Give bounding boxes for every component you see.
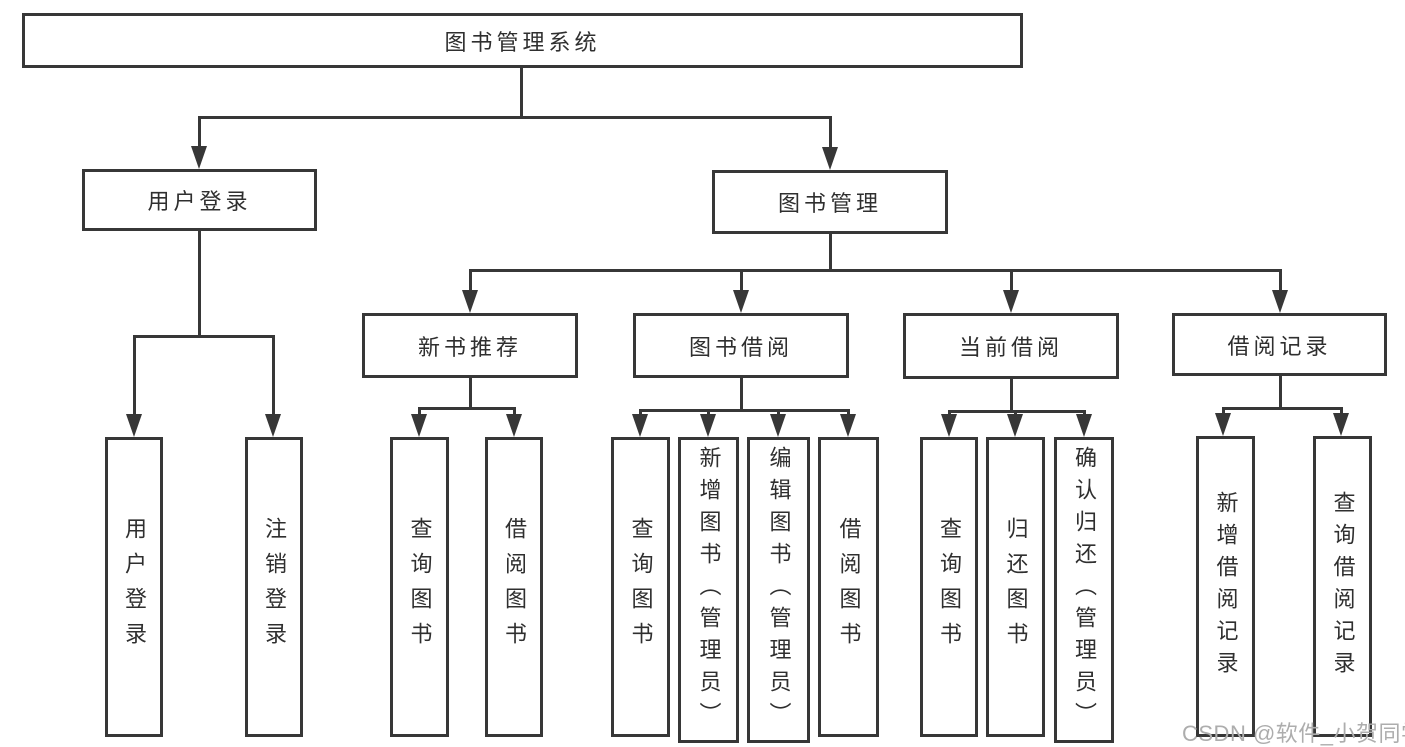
- arrow-down-icon: [505, 408, 523, 437]
- node-current-borrowing-label: 当前借阅: [958, 335, 1063, 360]
- leaf-query-books-borrowing: 查询图书: [611, 437, 670, 737]
- node-book-management-label: 图书管理: [777, 191, 882, 216]
- csdn-watermark: CSDN @软件_小贺同学: [1182, 721, 1405, 746]
- arrow-down-icon: [461, 270, 479, 313]
- connector-line: [132, 334, 275, 338]
- arrow-down-icon: [1332, 408, 1350, 436]
- arrow-down-icon: [190, 117, 208, 169]
- leaf-add-borrow-record-label: 新增借阅记录: [1213, 490, 1239, 683]
- connector-line: [197, 115, 832, 119]
- node-book-management: 图书管理: [712, 170, 948, 234]
- arrow-down-icon: [940, 411, 958, 437]
- arrow-down-icon: [839, 410, 857, 437]
- node-borrowing-records-label: 借阅记录: [1227, 333, 1332, 359]
- node-new-book-recommend-label: 新书推荐: [417, 334, 522, 360]
- leaf-return-books: 归还图书: [986, 437, 1045, 737]
- arrow-down-icon: [1271, 270, 1289, 313]
- leaf-logout-label: 注销登录: [262, 517, 287, 657]
- arrow-down-icon: [125, 336, 143, 437]
- leaf-query-borrow-record: 查询借阅记录: [1313, 436, 1372, 737]
- connector-line: [638, 408, 850, 412]
- leaf-edit-book-admin: 编辑图书（管理员）: [747, 437, 810, 743]
- leaf-query-books-recommend: 查询图书: [390, 437, 449, 737]
- connector-line: [1009, 379, 1013, 413]
- leaf-user-login: 用户登录: [105, 437, 163, 737]
- arrow-down-icon: [732, 270, 750, 313]
- leaf-logout: 注销登录: [245, 437, 303, 737]
- arrow-down-icon: [264, 336, 282, 437]
- leaf-query-books-recommend-label: 查询图书: [407, 517, 433, 657]
- arrow-down-icon: [769, 410, 787, 437]
- node-root: 图书管理系统: [22, 13, 1023, 68]
- node-user-login: 用户登录: [82, 169, 317, 231]
- leaf-confirm-return-admin: 确认归还（管理员）: [1054, 437, 1114, 743]
- connector-line: [828, 234, 832, 272]
- node-borrowing-records: 借阅记录: [1172, 313, 1387, 376]
- connector-line: [739, 378, 743, 412]
- leaf-borrow-books-recommend: 借阅图书: [485, 437, 543, 737]
- leaf-edit-book-admin-label: 编辑图书（管理员）: [766, 446, 792, 734]
- node-user-login-label: 用户登录: [147, 189, 252, 214]
- connector-line: [468, 268, 1282, 272]
- leaf-return-books-label: 归还图书: [1003, 517, 1029, 657]
- arrow-down-icon: [631, 410, 649, 437]
- leaf-add-book-admin-label: 新增图书（管理员）: [696, 446, 722, 734]
- arrow-down-icon: [1006, 411, 1024, 437]
- leaf-query-books-borrowing-label: 查询图书: [628, 517, 654, 657]
- node-book-borrowing: 图书借阅: [633, 313, 849, 378]
- arrow-down-icon: [821, 117, 839, 170]
- node-new-book-recommend: 新书推荐: [362, 313, 578, 378]
- connector-line: [468, 378, 472, 410]
- leaf-borrow-books-borrowing-label: 借阅图书: [836, 517, 862, 657]
- arrow-down-icon: [1214, 408, 1232, 436]
- connector-line: [197, 231, 201, 338]
- leaf-borrow-books-recommend-label: 借阅图书: [502, 517, 527, 657]
- node-root-label: 图书管理系统: [444, 29, 601, 55]
- connector-line: [1221, 406, 1343, 410]
- leaf-query-books-current: 查询图书: [920, 437, 978, 737]
- node-current-borrowing: 当前借阅: [903, 313, 1119, 379]
- leaf-user-login-label: 用户登录: [122, 517, 147, 657]
- leaf-borrow-books-borrowing: 借阅图书: [818, 437, 879, 737]
- connector-line: [1278, 376, 1282, 410]
- leaf-add-borrow-record: 新增借阅记录: [1196, 436, 1255, 737]
- connector-line: [417, 406, 516, 410]
- arrow-down-icon: [699, 410, 717, 437]
- leaf-add-book-admin: 新增图书（管理员）: [678, 437, 739, 743]
- leaf-query-books-current-label: 查询图书: [937, 517, 962, 657]
- leaf-query-borrow-record-label: 查询借阅记录: [1330, 490, 1356, 683]
- arrow-down-icon: [1075, 411, 1093, 437]
- leaf-confirm-return-admin-label: 确认归还（管理员）: [1072, 446, 1097, 734]
- arrow-down-icon: [1002, 270, 1020, 313]
- arrow-down-icon: [410, 408, 428, 437]
- connector-line: [519, 68, 523, 118]
- connector-line: [947, 409, 1086, 413]
- node-book-borrowing-label: 图书借阅: [688, 334, 793, 360]
